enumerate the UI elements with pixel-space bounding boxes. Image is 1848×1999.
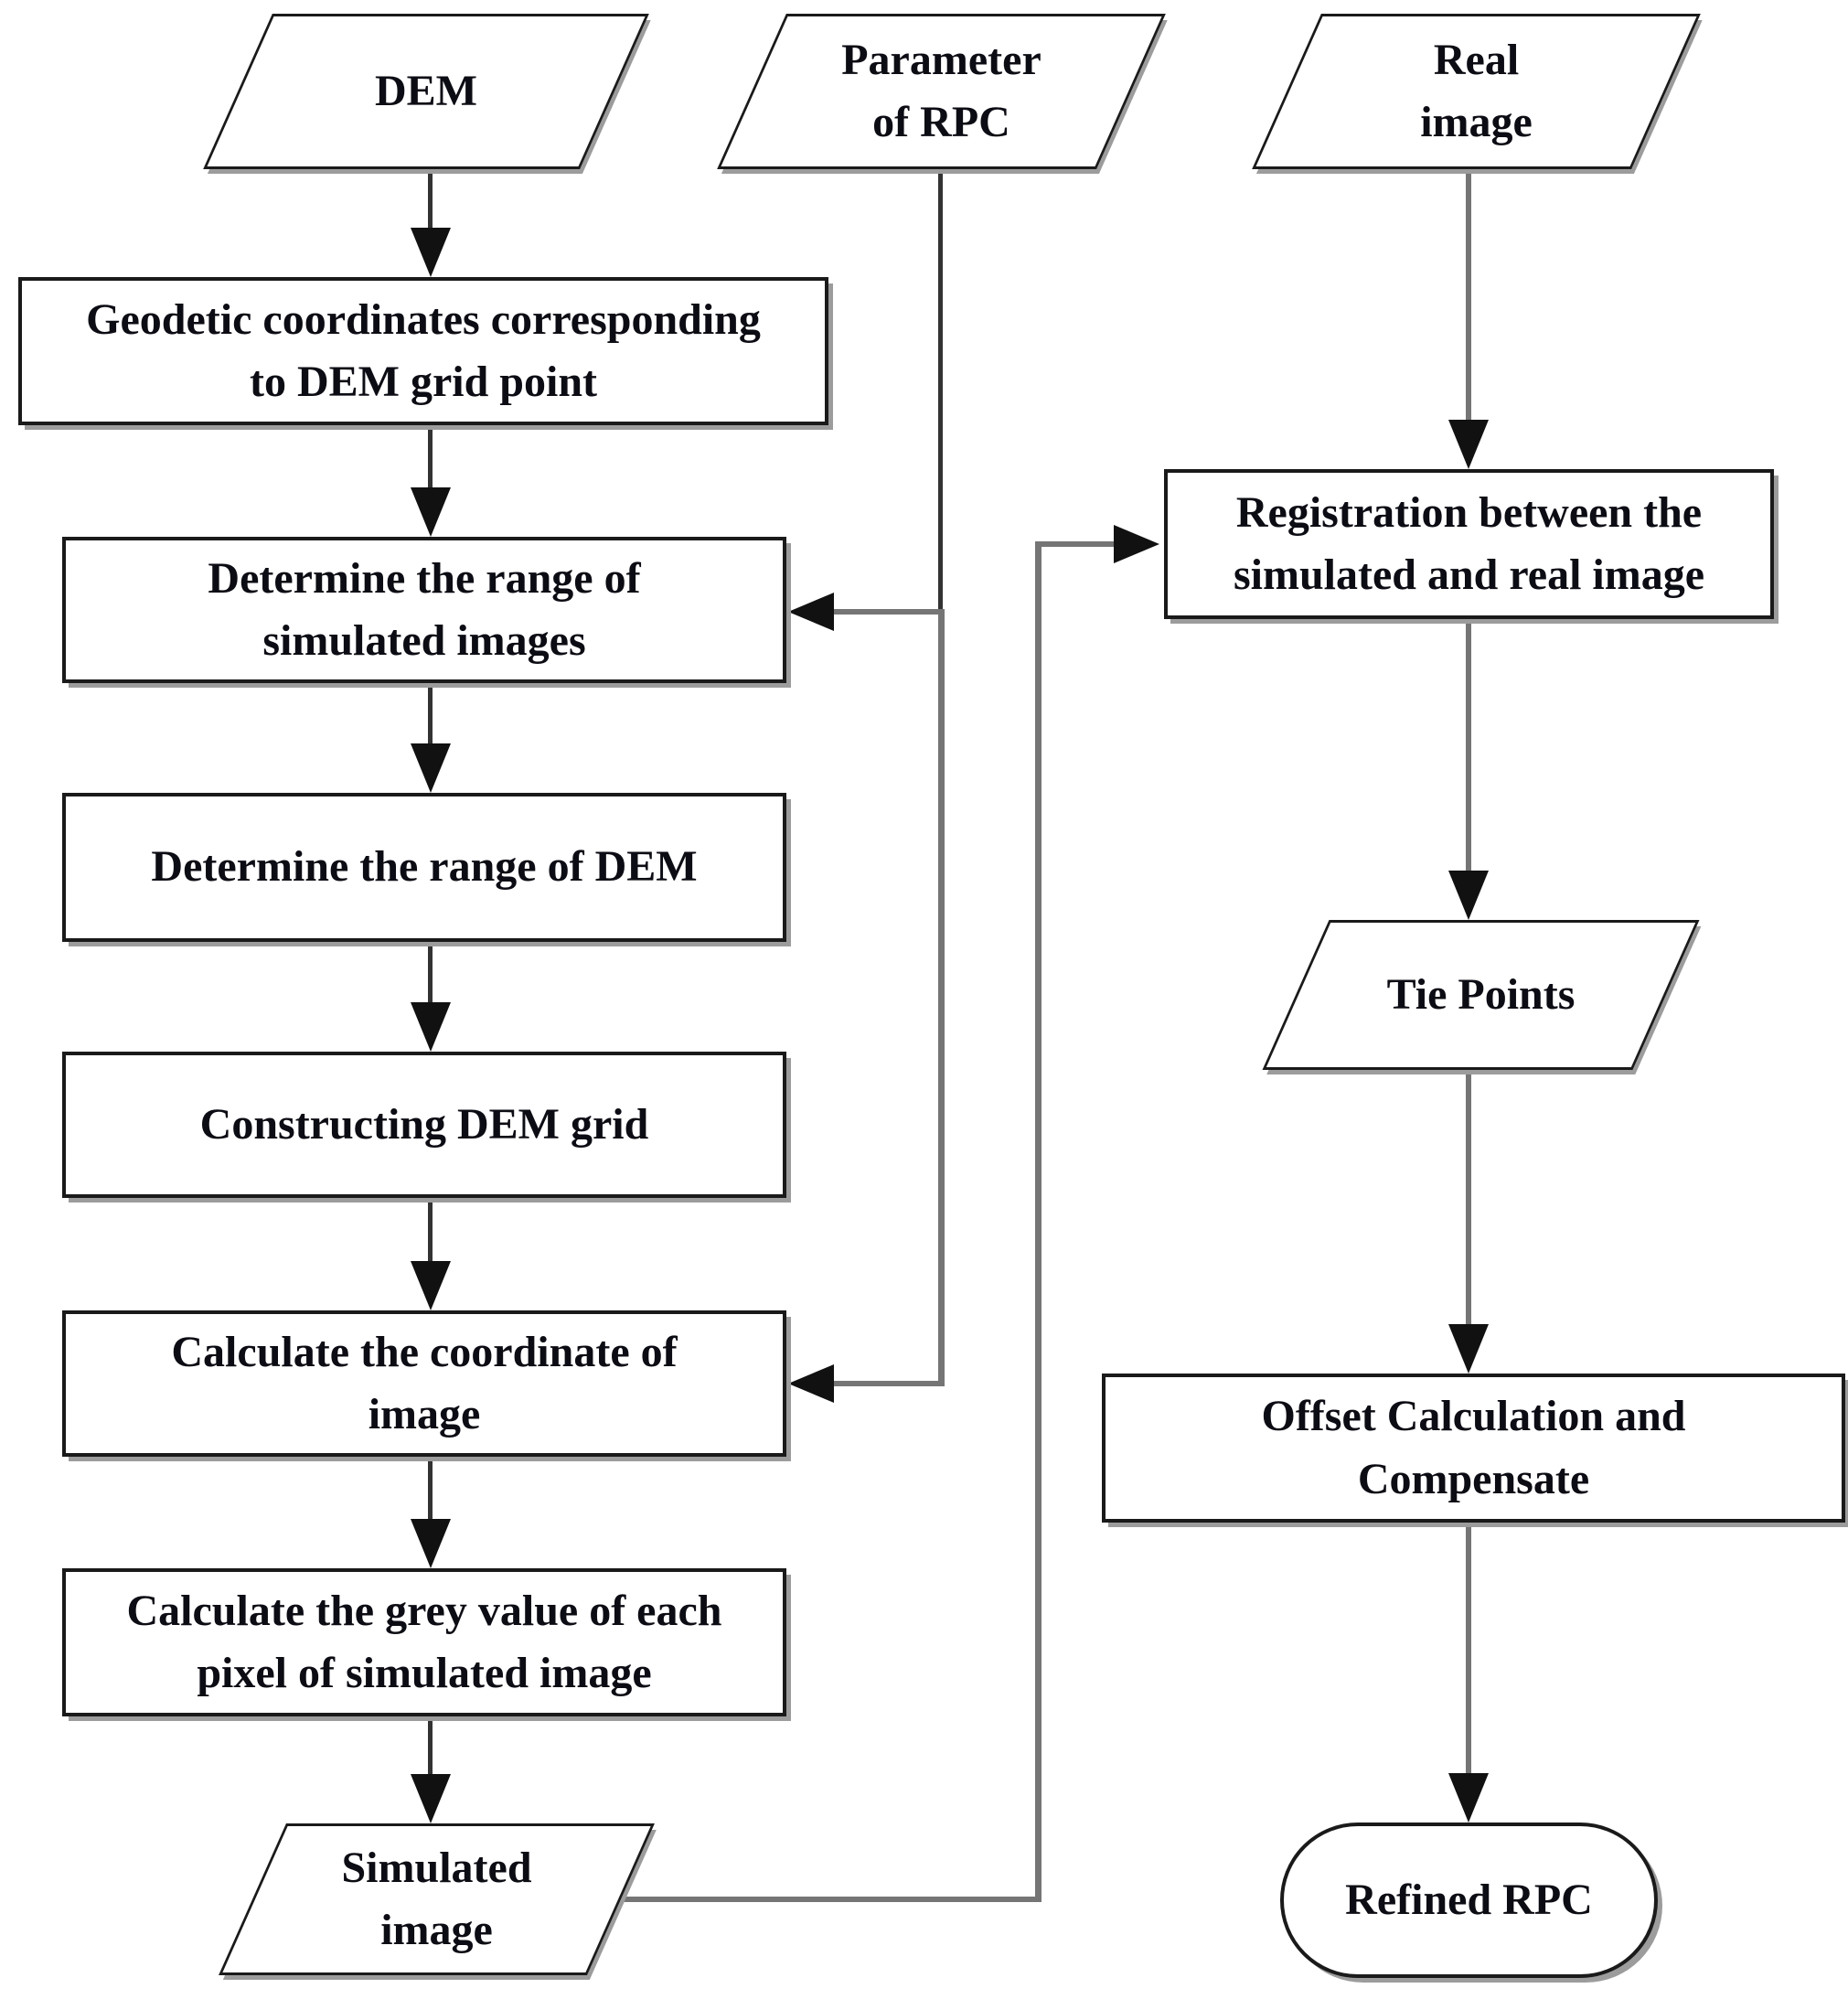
calculate-grey-value-box-shape [62, 1568, 786, 1716]
connector-param-rpc-trunk-lower [938, 609, 945, 1386]
arrowhead-registration-tie-points [1448, 871, 1489, 920]
node-simulated-image: Simulated image [219, 1823, 655, 1975]
range-dem-label: Determine the range of DEM [151, 842, 698, 892]
connector-real-image-registration [1466, 169, 1471, 422]
node-parameter-of-rpc: Parameter of RPC [717, 14, 1166, 169]
arrowhead-range-dem-construct-grid [411, 1002, 451, 1052]
node-constructing-dem-grid: Constructing DEM grid [62, 1052, 786, 1198]
arrowhead-offset-calc-refined-rpc [1448, 1773, 1489, 1823]
connector-range-sim-range-dem [428, 683, 433, 745]
dem-label: DEM [375, 66, 477, 115]
registration-label: Registration between the simulated and r… [1233, 487, 1705, 599]
calculate-coordinate-label: Calculate the coordinate of image [171, 1327, 678, 1438]
geodetic-coordinates-box-shape [18, 277, 828, 425]
connector-param-rpc-trunk-upper [938, 169, 943, 612]
connector-calc-grey-sim-image [428, 1716, 433, 1776]
arrowhead-calc-coord-calc-grey [411, 1519, 451, 1568]
connector-calc-coord-calc-grey [428, 1457, 433, 1521]
arrowhead-real-image-registration [1448, 420, 1489, 469]
connector-param-rpc-range-sim [834, 609, 943, 615]
node-calculate-grey-value: Calculate the grey value of each pixel o… [62, 1568, 786, 1716]
connector-construct-grid-calc-coord [428, 1198, 433, 1263]
refined-rpc-stadium-shape [1280, 1823, 1658, 1978]
constructing-dem-grid-box-shape [62, 1052, 786, 1198]
constructing-dem-grid-label: Constructing DEM grid [199, 1099, 649, 1149]
connector-registration-tie-points [1466, 619, 1471, 872]
parameter-of-rpc-label: Parameter of RPC [841, 35, 1042, 146]
range-simulated-images-label: Determine the range of simulated images [208, 553, 641, 665]
connector-param-rpc-calc-coord [834, 1381, 943, 1386]
real-image-label: Real image [1420, 35, 1533, 146]
node-offset-calculation: Offset Calculation and Compensate [1102, 1374, 1845, 1523]
arrowhead-param-rpc-calc-coord [788, 1364, 834, 1403]
arrowhead-dem-geodetic [411, 228, 451, 277]
range-simulated-images-box-shape [62, 537, 786, 683]
offset-calculation-label: Offset Calculation and Compensate [1261, 1392, 1686, 1503]
calculate-coordinate-box-shape [62, 1310, 786, 1457]
node-tie-points: Tie Points [1262, 920, 1700, 1070]
arrowhead-param-rpc-range-sim [788, 593, 834, 631]
connector-range-dem-construct-grid [428, 942, 433, 1004]
arrowhead-calc-grey-sim-image [411, 1774, 451, 1823]
node-calculate-coordinate: Calculate the coordinate of image [62, 1310, 786, 1457]
node-registration: Registration between the simulated and r… [1164, 469, 1774, 619]
connector-offset-calc-refined-rpc [1466, 1523, 1471, 1775]
node-range-simulated-images: Determine the range of simulated images [62, 537, 786, 683]
arrowhead-construct-grid-calc-coord [411, 1261, 451, 1310]
tie-points-label: Tie Points [1386, 969, 1576, 1019]
refined-rpc-label: Refined RPC [1345, 1875, 1593, 1924]
range-dem-box-shape [62, 793, 786, 942]
arrowhead-range-sim-range-dem [411, 743, 451, 793]
connector-tie-points-offset-calc [1466, 1070, 1471, 1326]
arrowhead-sim-image-registration [1114, 525, 1159, 563]
connector-dem-geodetic [428, 169, 433, 230]
registration-box-shape [1164, 469, 1774, 619]
connector-geodetic-range-sim [428, 425, 433, 489]
offset-calculation-box-shape [1102, 1374, 1845, 1523]
geodetic-coordinates-label: Geodetic coordinates corresponding to DE… [86, 294, 761, 406]
arrowhead-geodetic-range-sim [411, 487, 451, 537]
node-geodetic-coordinates: Geodetic coordinates corresponding to DE… [18, 277, 828, 425]
calculate-grey-value-label: Calculate the grey value of each pixel o… [126, 1586, 722, 1697]
arrowhead-tie-points-offset-calc [1448, 1324, 1489, 1374]
node-dem: DEM [203, 14, 649, 169]
node-real-image: Real image [1252, 14, 1701, 169]
simulated-image-label: Simulated image [341, 1843, 532, 1954]
node-range-dem: Determine the range of DEM [62, 793, 786, 942]
connector-sim-image-vertical [1035, 541, 1042, 1902]
connector-sim-image-horizontal [613, 1897, 1042, 1902]
node-refined-rpc: Refined RPC [1280, 1823, 1658, 1978]
connector-sim-image-registration [1038, 541, 1114, 547]
